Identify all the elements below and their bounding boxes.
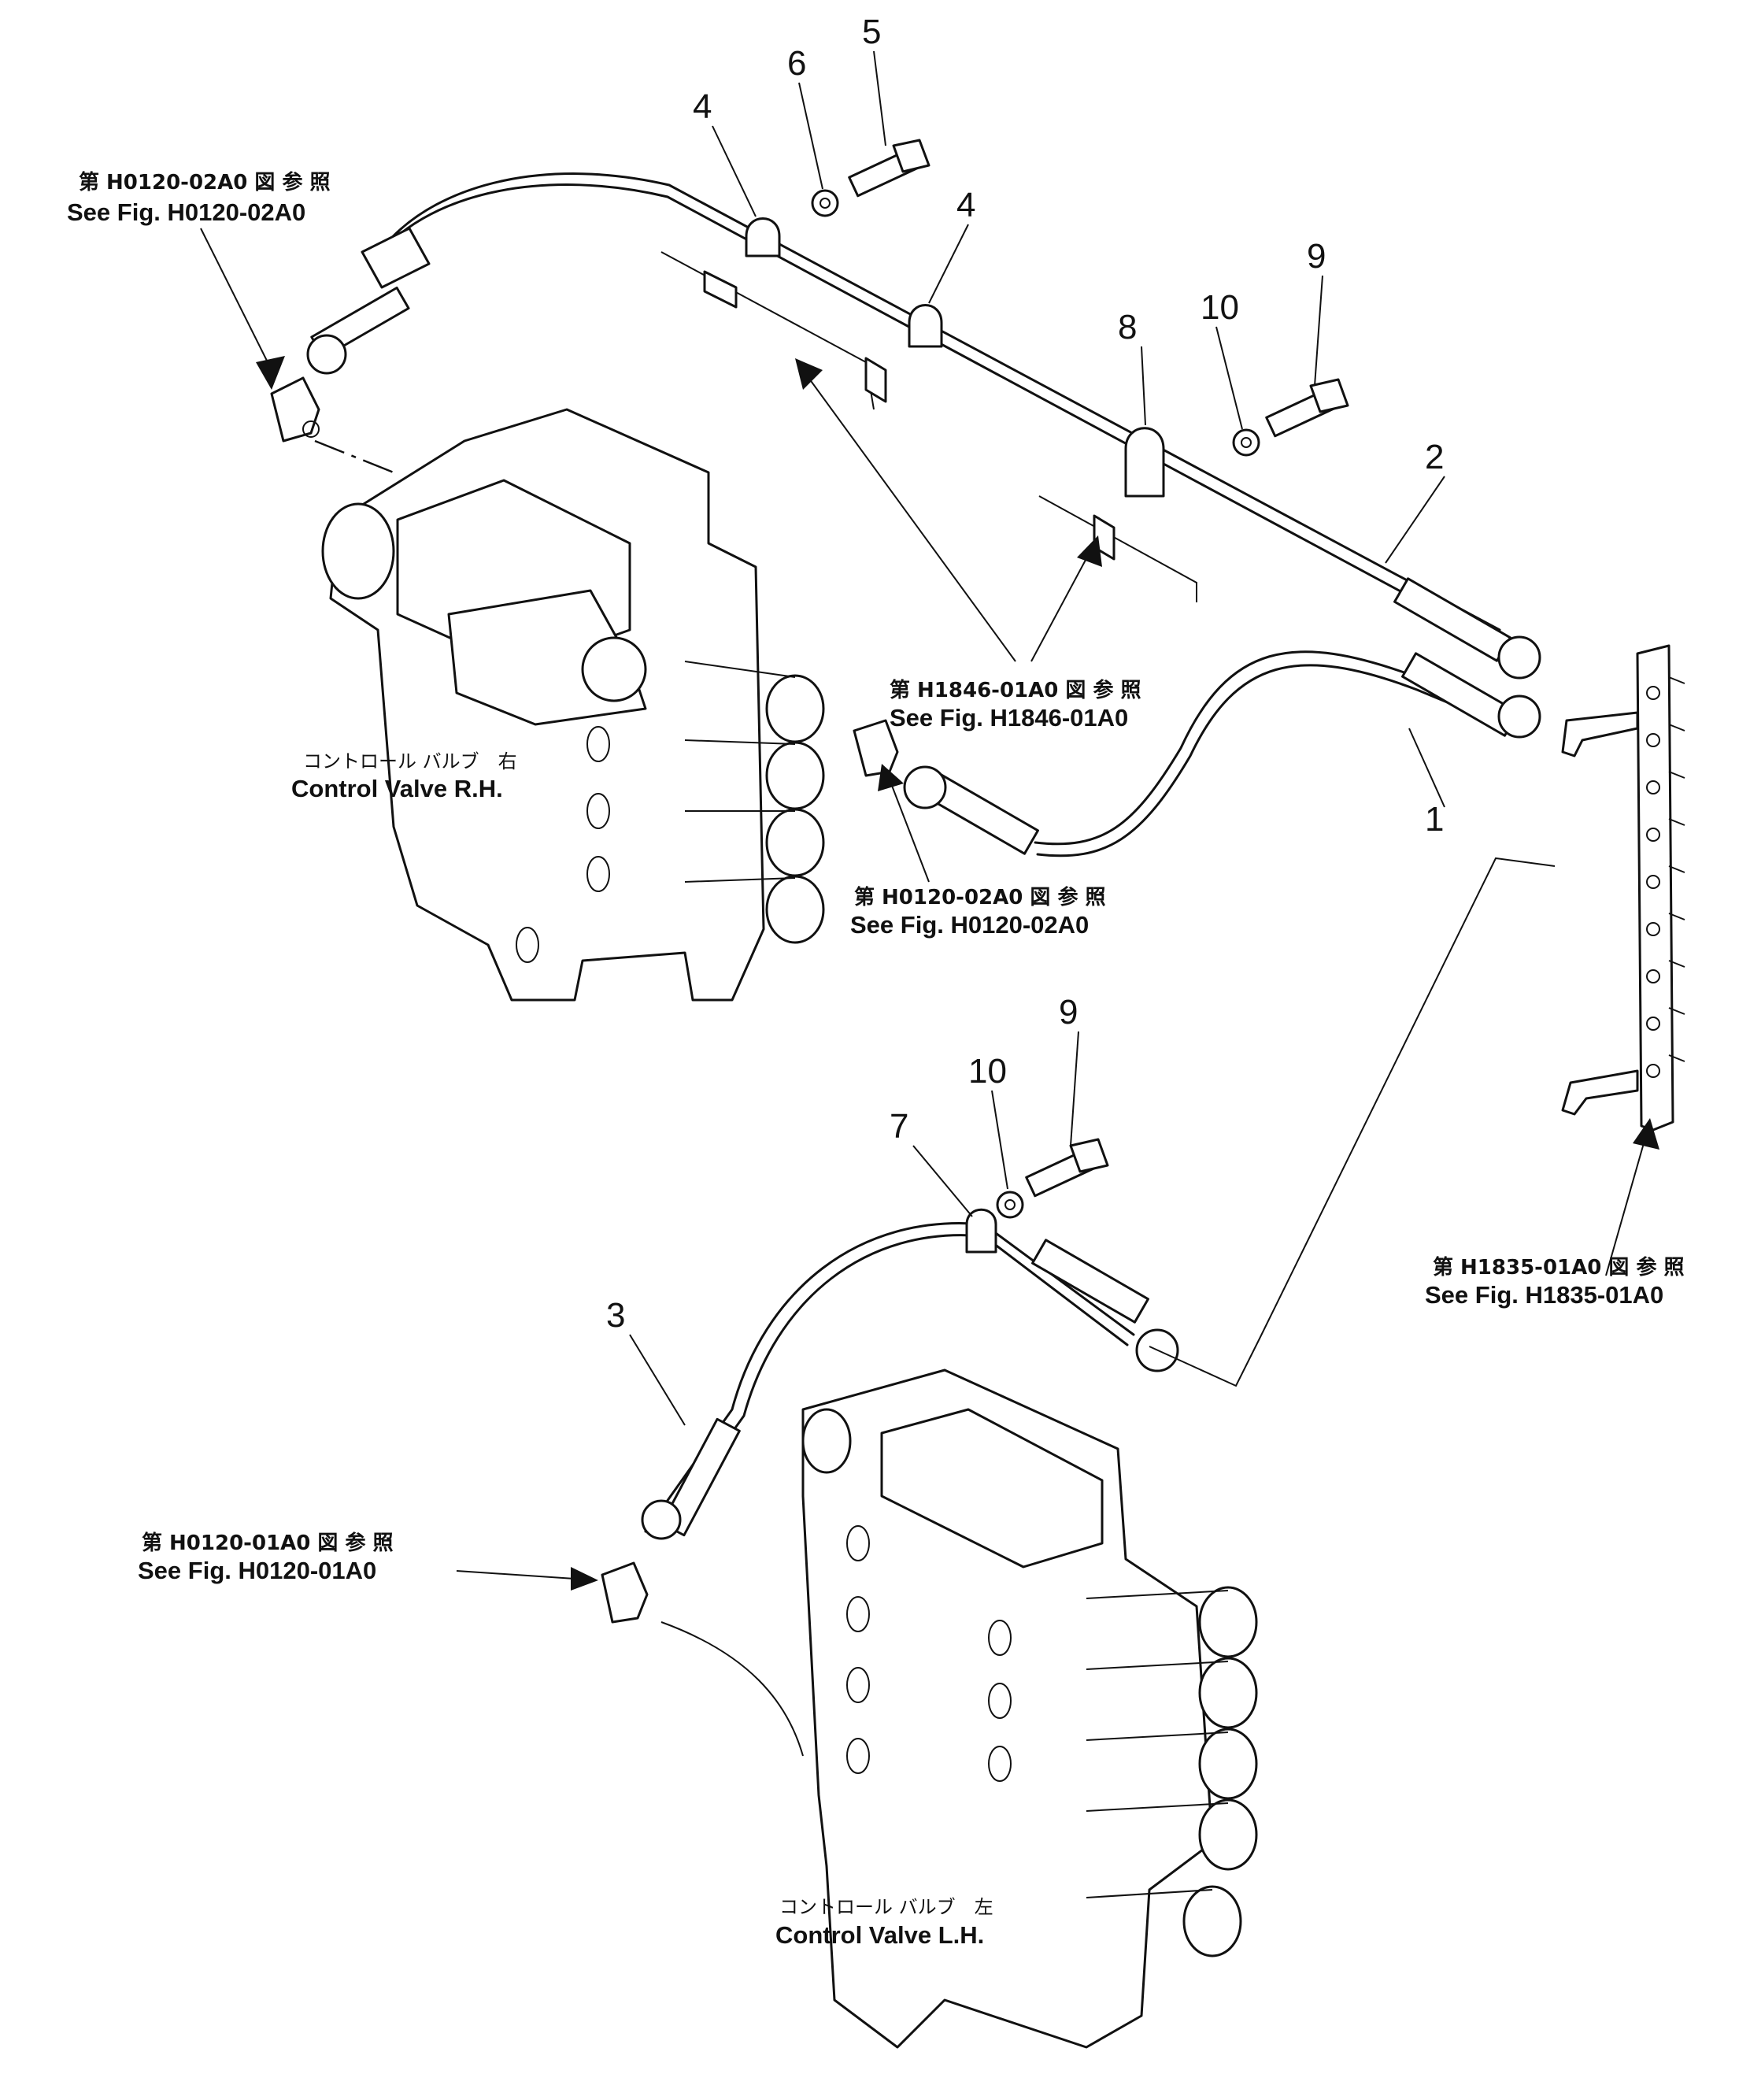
bolt-icon xyxy=(1025,1138,1109,1198)
bolt-icon xyxy=(848,139,930,198)
hose-end-fitting xyxy=(1401,652,1541,739)
svg-text:See Fig. H0120-01A0: See Fig. H0120-01A0 xyxy=(138,1557,376,1584)
hose-1 xyxy=(1034,650,1521,857)
svg-text:See Fig. H0120-02A0: See Fig. H0120-02A0 xyxy=(850,911,1089,939)
washer-icon xyxy=(811,189,839,217)
svg-text:See Fig. H0120-02A0: See Fig. H0120-02A0 xyxy=(67,198,305,226)
leader-lines xyxy=(629,50,1445,1426)
svg-text:第 H0120-01A0 図 参 照: 第 H0120-01A0 図 参 照 xyxy=(142,1531,394,1555)
svg-text:第 H0120-02A0 図 参 照: 第 H0120-02A0 図 参 照 xyxy=(854,885,1106,909)
svg-text:第 H1835-01A0 図 参 照: 第 H1835-01A0 図 参 照 xyxy=(1433,1255,1685,1280)
callout-6: 6 xyxy=(787,44,806,83)
callout-7: 7 xyxy=(890,1107,908,1146)
hose-3 xyxy=(644,1222,1135,1539)
valve-label-rh: コントロール バルブ 右 Control Valve R.H. xyxy=(291,750,517,802)
svg-text:See Fig. H1846-01A0: See Fig. H1846-01A0 xyxy=(890,704,1128,731)
elbow-fitting-icon xyxy=(601,1561,649,1624)
svg-text:コントロール バルブ 右: コントロール バルブ 右 xyxy=(303,750,517,772)
callout-3: 3 xyxy=(606,1296,625,1335)
hose-end-fitting xyxy=(903,765,1039,855)
control-valve-icon xyxy=(660,1369,1258,2049)
hose-end-fitting xyxy=(306,227,431,375)
callout-9: 9 xyxy=(1307,237,1326,276)
callout-4: 4 xyxy=(693,87,712,126)
reference-arrow xyxy=(878,764,930,883)
reference-top-left: 第 H0120-02A0 図 参 照 See Fig. H0120-02A0 xyxy=(67,170,331,226)
reference-right: 第 H1835-01A0 図 参 照 See Fig. H1835-01A0 xyxy=(1425,1255,1685,1309)
callout-10: 10 xyxy=(1201,288,1239,327)
washer-icon xyxy=(1232,428,1260,457)
clamp-icon xyxy=(1124,427,1165,498)
hose-end-fitting xyxy=(641,1417,741,1540)
clamp-icon xyxy=(965,1208,997,1254)
clamp-icon xyxy=(908,304,943,348)
control-valve-icon xyxy=(314,408,825,1002)
svg-text:Control Valve L.H.: Control Valve L.H. xyxy=(775,1921,984,1949)
callout-9: 9 xyxy=(1059,993,1078,1031)
clamp-icon xyxy=(745,217,781,257)
reference-arrow xyxy=(795,358,1102,662)
callout-1: 1 xyxy=(1425,800,1444,839)
hose-end-fitting xyxy=(1031,1239,1179,1372)
callout-4: 4 xyxy=(956,186,975,224)
svg-text:第 H1846-01A0 図 参 照: 第 H1846-01A0 図 参 照 xyxy=(890,678,1141,702)
callout-10: 10 xyxy=(968,1052,1007,1091)
reference-arrow xyxy=(1605,1118,1659,1276)
svg-text:コントロール バルブ 左: コントロール バルブ 左 xyxy=(779,1896,993,1918)
bolt-icon xyxy=(1265,378,1349,438)
reference-mid: 第 H0120-02A0 図 参 照 See Fig. H0120-02A0 xyxy=(850,885,1106,939)
reference-arrow xyxy=(456,1567,598,1591)
elbow-fitting-icon xyxy=(270,376,320,443)
svg-text:See Fig. H1835-01A0: See Fig. H1835-01A0 xyxy=(1425,1281,1663,1309)
callout-2: 2 xyxy=(1425,438,1444,476)
bracket xyxy=(1038,495,1197,602)
callout-8: 8 xyxy=(1118,308,1137,346)
callout-5: 5 xyxy=(862,13,881,51)
svg-text:第 H0120-02A0 図 参 照: 第 H0120-02A0 図 参 照 xyxy=(79,170,331,194)
manifold-block-icon xyxy=(1561,644,1685,1131)
valve-label-lh: コントロール バルブ 左 Control Valve L.H. xyxy=(775,1896,993,1949)
hose-end-fitting xyxy=(1393,577,1541,680)
washer-icon xyxy=(996,1191,1024,1219)
reference-arrow xyxy=(200,228,285,390)
elbow-fitting-icon xyxy=(853,719,899,777)
reference-center: 第 H1846-01A0 図 参 照 See Fig. H1846-01A0 xyxy=(890,678,1141,731)
reference-bottom-left: 第 H0120-01A0 図 参 照 See Fig. H0120-01A0 xyxy=(138,1531,394,1584)
svg-text:Control Valve R.H.: Control Valve R.H. xyxy=(291,775,503,802)
bracket xyxy=(660,251,887,410)
